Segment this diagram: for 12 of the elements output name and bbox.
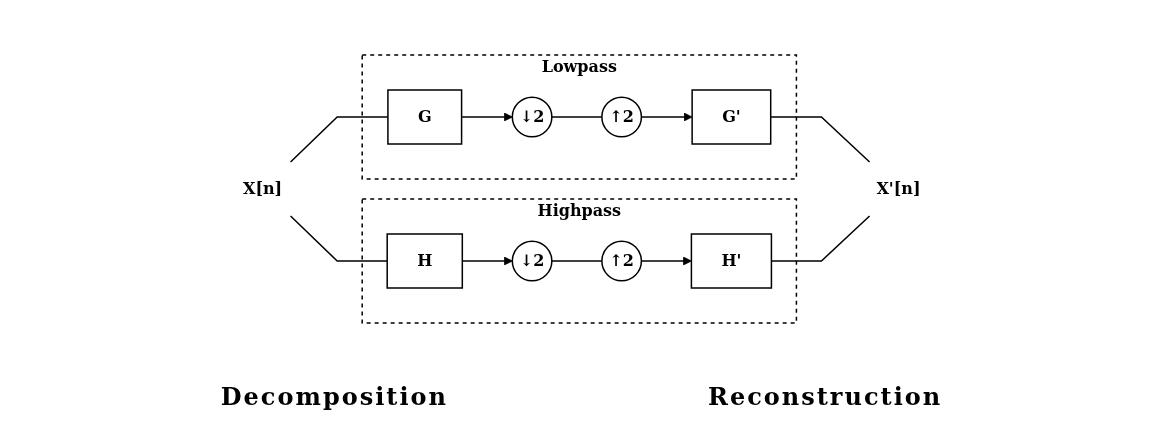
section-label: Reconstruction xyxy=(707,382,943,411)
node-text: X'[n] xyxy=(876,179,921,198)
node-circle: ↓2 xyxy=(511,96,553,138)
node-circle: ↑2 xyxy=(600,96,642,138)
node-circle: ↓2 xyxy=(511,240,553,282)
node-circle: ↑2 xyxy=(600,240,642,282)
node-box: G' xyxy=(691,89,772,145)
node-box: H xyxy=(386,233,463,289)
node-box: H' xyxy=(690,233,772,289)
node-box: G xyxy=(386,89,463,145)
node-text: X[n] xyxy=(242,179,282,198)
section-label: Decomposition xyxy=(220,382,448,411)
